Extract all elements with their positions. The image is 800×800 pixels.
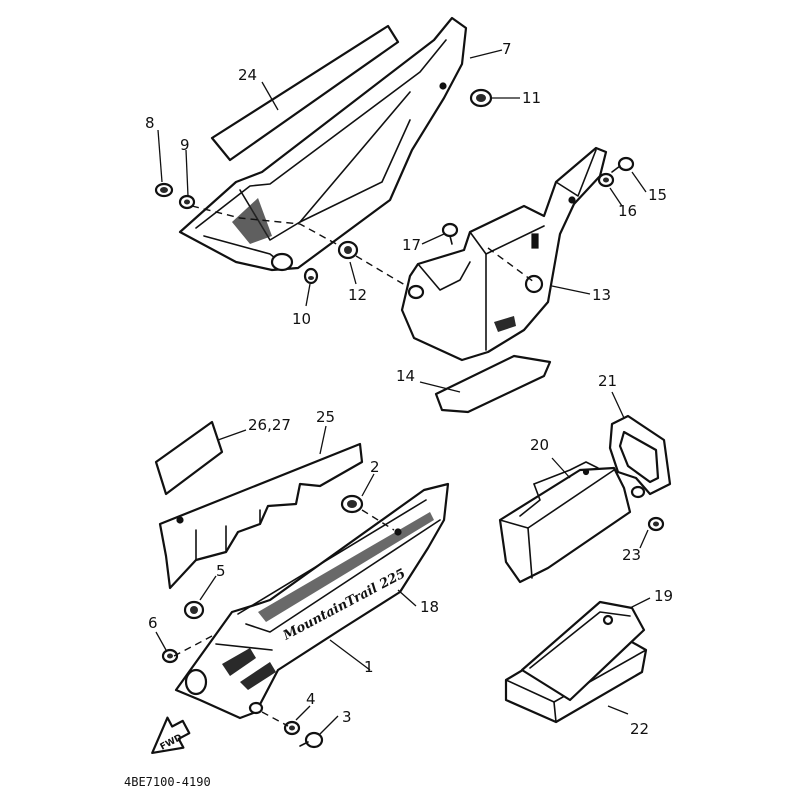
callout-8: 8 [145,114,155,132]
callout-17: 17 [402,236,421,254]
grommet-8 [154,182,174,198]
emblem-25 [158,442,364,590]
callout-26-27: 26,27 [248,416,291,434]
callout-10: 10 [292,310,311,328]
callout-23: 23 [622,546,641,564]
callout-25: 25 [316,408,335,426]
collar-9 [178,194,196,210]
tool-case-20 [498,461,632,584]
callout-3: 3 [342,708,352,726]
emblem-24 [210,24,400,162]
collar-4 [283,720,301,736]
collar-18 [394,528,402,536]
leader-lines [155,49,651,735]
collar-16 [597,172,615,188]
drawing-code: 4BE7100-4190 [124,775,211,789]
callout-21: 21 [598,372,617,390]
collar-6 [161,648,179,664]
callout-22: 22 [630,720,649,738]
pad-14 [434,354,552,414]
tool-bag-19 [520,600,646,702]
callout-12: 12 [348,286,367,304]
side-cover-lower-1: MountainTrail 225 [174,482,450,720]
grommet-12 [337,240,359,260]
callout-9: 9 [180,136,190,154]
bolt-23 [647,516,665,532]
grommet-5 [183,600,205,620]
callout-2: 2 [370,458,380,476]
callout-1: 1 [364,658,374,676]
callout-numbers: 24 7 8 9 10 11 12 13 14 15 16 17 18 19 2… [145,40,673,738]
callout-14: 14 [396,367,415,385]
forward-arrow: FWD [151,716,191,755]
callout-20: 20 [530,436,549,454]
callout-6: 6 [148,614,158,632]
grommet-2 [340,494,364,514]
battery-box-13 [400,146,608,362]
callout-24: 24 [238,66,257,84]
bolt-15 [611,156,635,173]
callout-16: 16 [618,202,637,220]
callout-7: 7 [502,40,512,58]
bolt-10 [303,267,319,285]
callout-11: 11 [522,89,541,107]
callout-19: 19 [654,587,673,605]
callout-15: 15 [648,186,667,204]
callout-18: 18 [420,598,439,616]
bracket-21 [608,414,672,499]
label-26-27 [154,420,224,496]
bolt-17 [441,222,459,245]
callout-13: 13 [592,286,611,304]
bolt-3 [299,731,324,749]
side-cover-upper-7 [178,16,468,272]
nut-11 [469,88,493,108]
callout-5: 5 [216,562,226,580]
callout-4: 4 [306,690,316,708]
